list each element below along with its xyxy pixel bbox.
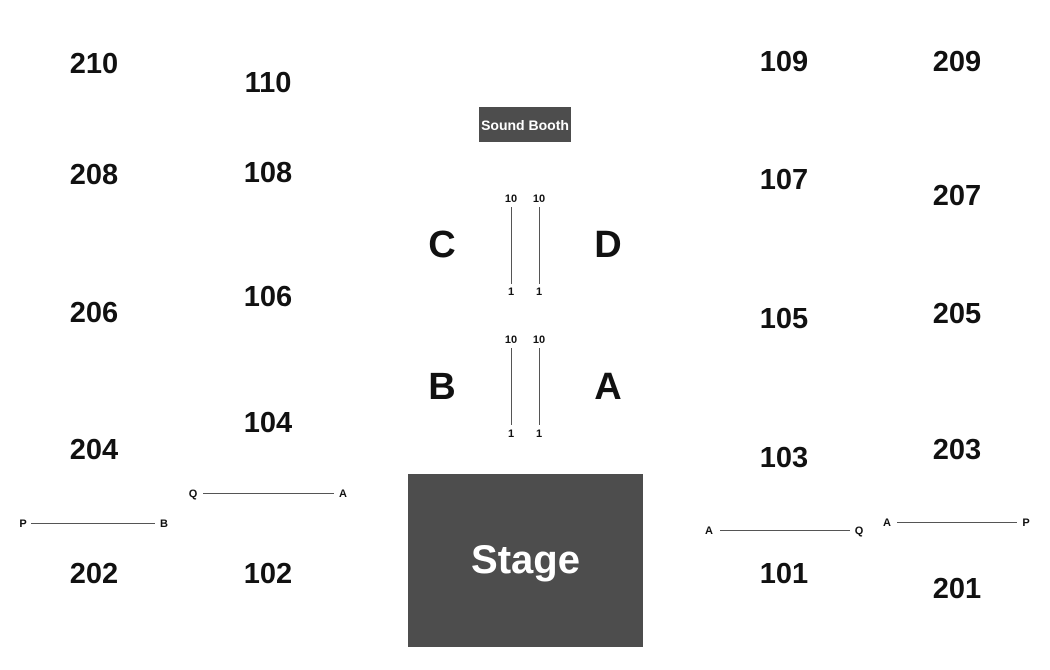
section-206[interactable]: 206: [69, 297, 119, 329]
section-102[interactable]: 102: [243, 558, 293, 590]
section-203[interactable]: 203: [932, 434, 982, 466]
floor-section-b[interactable]: B: [428, 366, 456, 408]
section-101[interactable]: 101: [759, 558, 809, 590]
aisle-row-top-right-upper: 10: [532, 193, 546, 205]
row-start-label: Q: [188, 488, 198, 500]
row-range-line: [203, 493, 334, 494]
section-209[interactable]: 209: [932, 46, 982, 78]
aisle-row-bottom-left-upper: 1: [507, 286, 515, 298]
section-208[interactable]: 208: [69, 159, 119, 191]
floor-section-a[interactable]: A: [594, 366, 622, 408]
row-start-label: A: [883, 517, 891, 529]
row-range-line: [720, 530, 850, 531]
row-end-label: Q: [854, 525, 864, 537]
section-106[interactable]: 106: [243, 281, 293, 313]
aisle-row-top-left-lower: 10: [504, 334, 518, 346]
aisle-row-bottom-right-lower: 1: [535, 428, 543, 440]
row-end-label: A: [339, 488, 347, 500]
section-110[interactable]: 110: [244, 67, 292, 99]
section-108[interactable]: 108: [243, 157, 293, 189]
section-104[interactable]: 104: [243, 407, 293, 439]
section-204[interactable]: 204: [69, 434, 119, 466]
aisle-row-bottom-right-upper: 1: [535, 286, 543, 298]
floor-section-c[interactable]: C: [428, 224, 456, 266]
section-207[interactable]: 207: [932, 180, 982, 212]
section-103[interactable]: 103: [759, 442, 809, 474]
aisle-line-left-upper: [511, 207, 512, 284]
section-210[interactable]: 210: [69, 48, 119, 80]
stage: Stage: [408, 474, 643, 647]
section-105[interactable]: 105: [759, 303, 809, 335]
aisle-row-bottom-left-lower: 1: [507, 428, 515, 440]
section-107[interactable]: 107: [759, 164, 809, 196]
aisle-row-top-left-upper: 10: [504, 193, 518, 205]
aisle-line-left-lower: [511, 348, 512, 425]
section-205[interactable]: 205: [932, 298, 982, 330]
section-201[interactable]: 201: [932, 573, 982, 605]
aisle-line-right-upper: [539, 207, 540, 284]
row-range-line: [31, 523, 155, 524]
row-end-label: P: [1022, 517, 1030, 529]
floor-section-d[interactable]: D: [594, 224, 622, 266]
aisle-row-top-right-lower: 10: [532, 334, 546, 346]
aisle-line-right-lower: [539, 348, 540, 425]
row-range-line: [897, 522, 1017, 523]
section-202[interactable]: 202: [69, 558, 119, 590]
row-start-label: A: [705, 525, 713, 537]
sound-booth: Sound Booth: [479, 107, 571, 142]
row-end-label: B: [160, 518, 168, 530]
section-109[interactable]: 109: [759, 46, 809, 78]
row-start-label: P: [19, 518, 27, 530]
